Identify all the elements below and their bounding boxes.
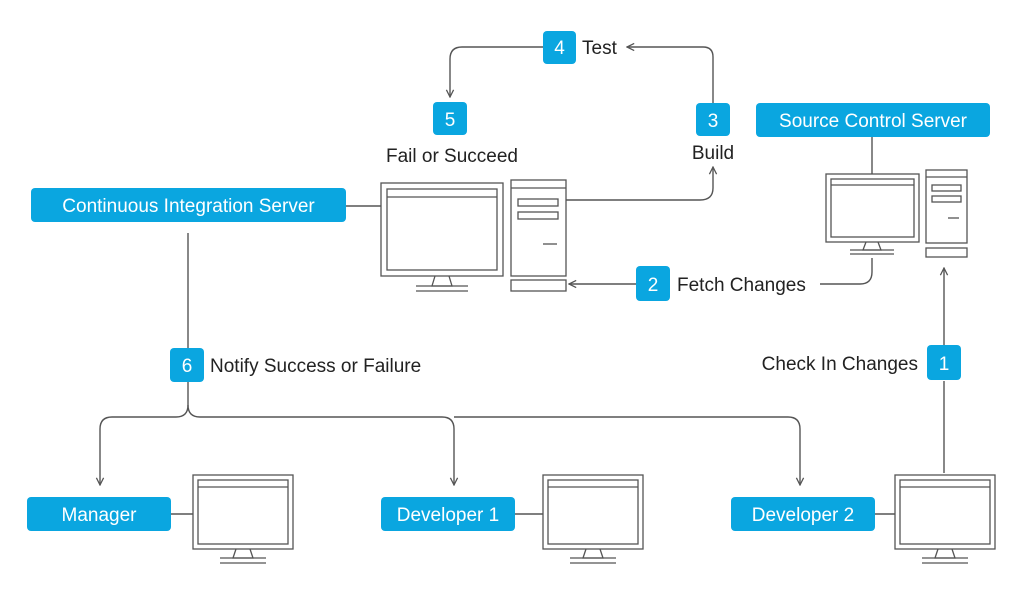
notify-dev2-arrow (454, 416, 800, 485)
connectors (100, 46, 944, 515)
notify-dev1-arrow (187, 404, 454, 485)
manager-text: Manager (62, 505, 138, 526)
monitor-icon (192, 474, 294, 564)
step-label: Notify Success or Failure (210, 356, 421, 377)
notify-manager-arrow (100, 404, 189, 485)
step-label: Fail or Succeed (386, 146, 518, 167)
source-control-label: Source Control Server (756, 103, 990, 137)
step-4: 4 Test (543, 31, 618, 64)
developer1-text: Developer 1 (397, 505, 499, 526)
step-badge (543, 31, 576, 64)
step-number: 2 (648, 275, 659, 296)
step-badge (927, 345, 961, 380)
step-label: Check In Changes (762, 354, 918, 375)
step-3: 3 Build (692, 103, 734, 164)
developer2-text: Developer 2 (752, 505, 854, 526)
step-label: Fetch Changes (677, 275, 806, 296)
build-arrow (566, 167, 713, 201)
monitor-icon (380, 182, 504, 292)
step-badge (433, 102, 467, 135)
step-badge (696, 103, 730, 136)
step-label: Build (692, 143, 734, 164)
monitor-icon (825, 173, 920, 255)
developer2-label: Developer 2 (731, 497, 875, 531)
monitor-icon (542, 474, 644, 564)
step-2: 2 Fetch Changes (636, 266, 806, 301)
test-arrow (627, 47, 714, 103)
step-number: 5 (445, 110, 456, 131)
step-number: 3 (708, 111, 719, 132)
fetch-line (820, 258, 873, 285)
step-number: 1 (939, 354, 950, 375)
ci-server-text: Continuous Integration Server (62, 196, 315, 217)
ci-server-label: Continuous Integration Server (31, 188, 346, 222)
monitor-icon (894, 474, 996, 564)
server-tower-icon (510, 179, 567, 292)
result-arrow (450, 46, 543, 97)
server-tower-icon (925, 169, 968, 258)
step-5: 5 Fail or Succeed (386, 102, 518, 167)
step-number: 4 (554, 38, 565, 59)
manager-label: Manager (27, 497, 171, 531)
source-control-text: Source Control Server (779, 111, 968, 132)
step-label: Test (582, 38, 618, 59)
developer1-label: Developer 1 (381, 497, 515, 531)
step-number: 6 (182, 356, 193, 377)
step-6: 6 Notify Success or Failure (170, 348, 421, 382)
step-1: 1 Check In Changes (762, 345, 961, 380)
step-badge (170, 348, 204, 382)
step-badge (636, 266, 670, 301)
